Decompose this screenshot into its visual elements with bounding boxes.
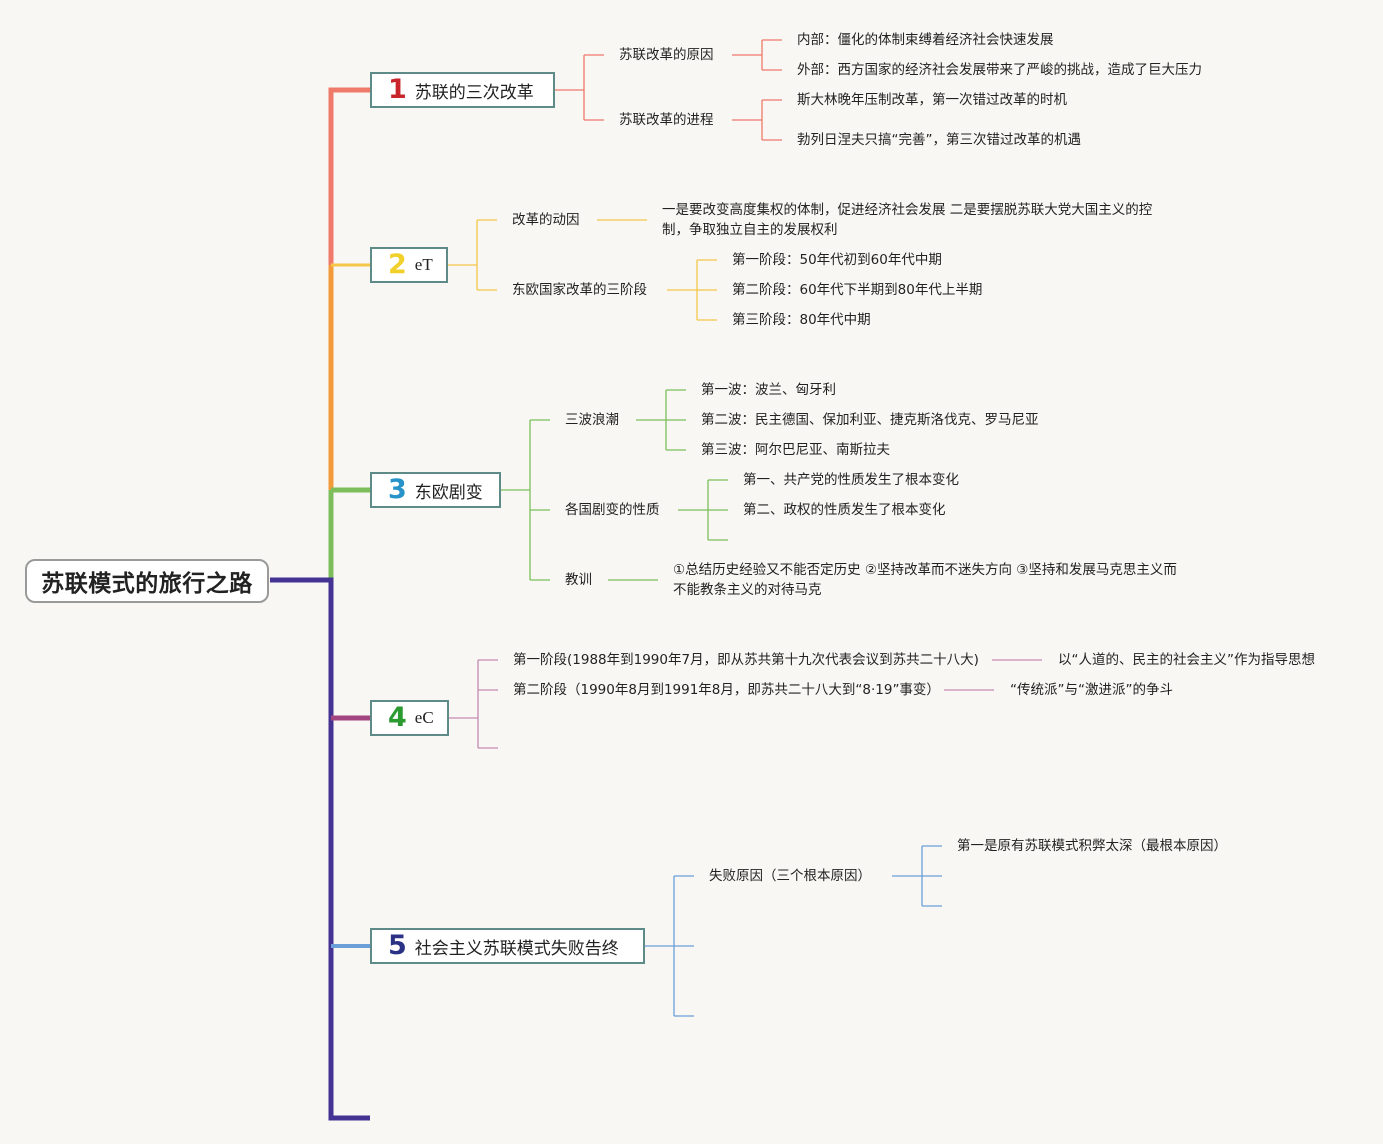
topic-1-number: 1 bbox=[388, 74, 407, 105]
topic-3-sub-2-item-1[interactable]: 第一、共产党的性质发生了根本变化 bbox=[743, 472, 959, 488]
topic-2-sub-1[interactable]: 改革的动因 bbox=[512, 212, 580, 228]
topic-1-sub-1[interactable]: 苏联改革的原因 bbox=[619, 47, 714, 63]
topic-4-sub-1[interactable]: 第一阶段(1988年到1990年7月，即从苏共第十九次代表会议到苏共二十八大) bbox=[513, 652, 979, 668]
topic-5-label: 社会主义苏联模式失败告终 bbox=[414, 938, 619, 959]
topic-4-sub-2[interactable]: 第二阶段（1990年8月到1991年8月，即苏共二十八大到“8·19”事变） bbox=[513, 682, 940, 698]
spine-segment-1 bbox=[328, 87, 370, 265]
topic-3-node[interactable]: 3 东欧剧变 bbox=[370, 472, 501, 508]
topic-5-sub-1[interactable]: 失败原因（三个根本原因） bbox=[709, 868, 871, 884]
topic-3-sub-1-item-3[interactable]: 第三波：阿尔巴尼亚、南斯拉夫 bbox=[701, 442, 890, 458]
topic-1-sub-2[interactable]: 苏联改革的进程 bbox=[619, 112, 714, 128]
topic-3-sub-2-item-2[interactable]: 第二、政权的性质发生了根本变化 bbox=[743, 502, 946, 518]
spine-main bbox=[270, 577, 370, 1121]
topic2-lines bbox=[447, 219, 717, 321]
topic-4-number: 4 bbox=[388, 702, 407, 733]
topic-2-sub-1-item-1[interactable]: 一是要改变高度集权的体制，促进经济社会发展 二是要摆脱苏联大党大国主义的控制，争… bbox=[662, 202, 1153, 238]
topic-2-node[interactable]: 2 eT bbox=[370, 247, 448, 283]
topic-3-sub-2[interactable]: 各国剧变的性质 bbox=[565, 502, 660, 518]
topic-1-label: 苏联的三次改革 bbox=[414, 82, 534, 103]
topic-3-sub-1[interactable]: 三波浪潮 bbox=[565, 412, 619, 428]
topic-4-node[interactable]: 4 eC bbox=[370, 700, 449, 736]
root-node[interactable]: 苏联模式的旅行之路 bbox=[25, 559, 269, 603]
topic-2-sub-2-item-3[interactable]: 第三阶段：80年代中期 bbox=[732, 312, 871, 328]
topic-3-sub-3-item-1[interactable]: ①总结历史经验又不能否定历史 ②坚持改革而不迷失方向 ③坚持和发展马克思主义而不… bbox=[673, 562, 1177, 598]
topic-4-sub-2-item-1[interactable]: “传统派”与“激进派”的争斗 bbox=[1010, 682, 1173, 698]
topic-1-sub-2-item-2[interactable]: 勃列日涅夫只搞“完善”，第三次错过改革的机遇 bbox=[797, 132, 1081, 148]
topic-1-sub-1-item-2[interactable]: 外部：西方国家的经济社会发展带来了严峻的挑战，造成了巨大压力 bbox=[797, 62, 1202, 78]
topic-3-label: 东欧剧变 bbox=[414, 482, 483, 503]
topic-3-number: 3 bbox=[388, 474, 407, 505]
topic5-lines bbox=[644, 845, 942, 1017]
topic-2-number: 2 bbox=[388, 249, 407, 280]
topic-4-label: eC bbox=[414, 708, 434, 727]
topic3-lines bbox=[500, 389, 728, 581]
topic1-lines bbox=[554, 39, 782, 141]
root-title: 苏联模式的旅行之路 bbox=[41, 571, 253, 597]
topic-3-sub-3[interactable]: 教训 bbox=[565, 572, 592, 588]
topic-2-sub-2[interactable]: 东欧国家改革的三阶段 bbox=[512, 282, 647, 298]
topic-5-sub-1-item-1[interactable]: 第一是原有苏联模式积弊太深（最根本原因） bbox=[957, 838, 1227, 854]
topic-1-node[interactable]: 1 苏联的三次改革 bbox=[370, 72, 555, 108]
topic-5-node[interactable]: 5 社会主义苏联模式失败告终 bbox=[370, 928, 645, 964]
topic-1-sub-2-item-1[interactable]: 斯大林晚年压制改革，第一次错过改革的时机 bbox=[797, 92, 1067, 108]
topic-2-sub-2-item-2[interactable]: 第二阶段：60年代下半期到80年代上半期 bbox=[732, 282, 983, 298]
topic-3-sub-1-item-2[interactable]: 第二波：民主德国、保加利亚、捷克斯洛伐克、罗马尼亚 bbox=[701, 412, 1039, 428]
topic-5-number: 5 bbox=[388, 930, 407, 961]
topic-4-sub-1-item-1[interactable]: 以“人道的、民主的社会主义”作为指导思想 bbox=[1058, 652, 1315, 668]
topic-2-sub-2-item-1[interactable]: 第一阶段：50年代初到60年代中期 bbox=[732, 252, 942, 268]
topic4-lines bbox=[448, 659, 1042, 749]
topic-2-label: eT bbox=[414, 255, 433, 274]
topic-3-sub-1-item-1[interactable]: 第一波：波兰、匈牙利 bbox=[701, 382, 836, 398]
topic-1-sub-1-item-1[interactable]: 内部：僵化的体制束缚着经济社会快速发展 bbox=[797, 32, 1054, 48]
